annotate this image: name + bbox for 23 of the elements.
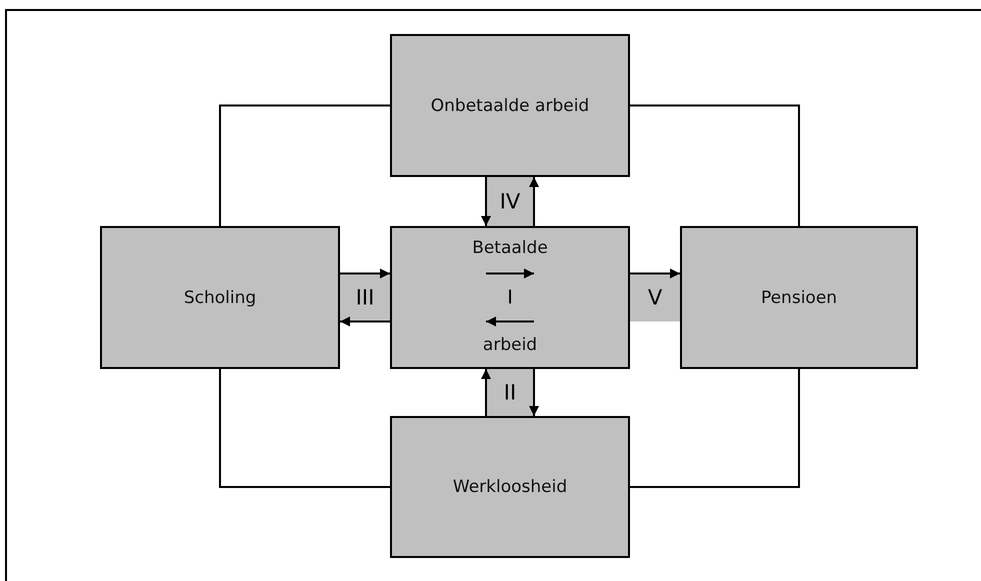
process-box — [680, 226, 918, 369]
box-label: Onbetaalde arbeid — [430, 96, 590, 116]
box-label: Werkloosheid — [452, 477, 568, 497]
arrow — [340, 268, 390, 278]
connector-line — [630, 104, 800, 226]
process-box — [390, 416, 630, 558]
connector-line — [219, 369, 390, 488]
box-label: Pensioen — [760, 288, 838, 308]
arrow — [529, 177, 539, 226]
arrow — [630, 268, 680, 278]
process-box — [100, 226, 340, 369]
arrow — [340, 316, 390, 326]
arrow — [481, 177, 491, 226]
flow-label: I — [507, 288, 513, 307]
box-label: Betaalde — [471, 238, 549, 258]
box-label: arbeid — [482, 335, 538, 355]
process-box — [390, 226, 630, 369]
arrow — [529, 369, 539, 416]
process-box — [390, 34, 630, 177]
arrow — [481, 369, 491, 416]
connector-line — [219, 104, 390, 226]
connector-line — [630, 369, 800, 488]
box-label: Scholing — [184, 288, 256, 308]
